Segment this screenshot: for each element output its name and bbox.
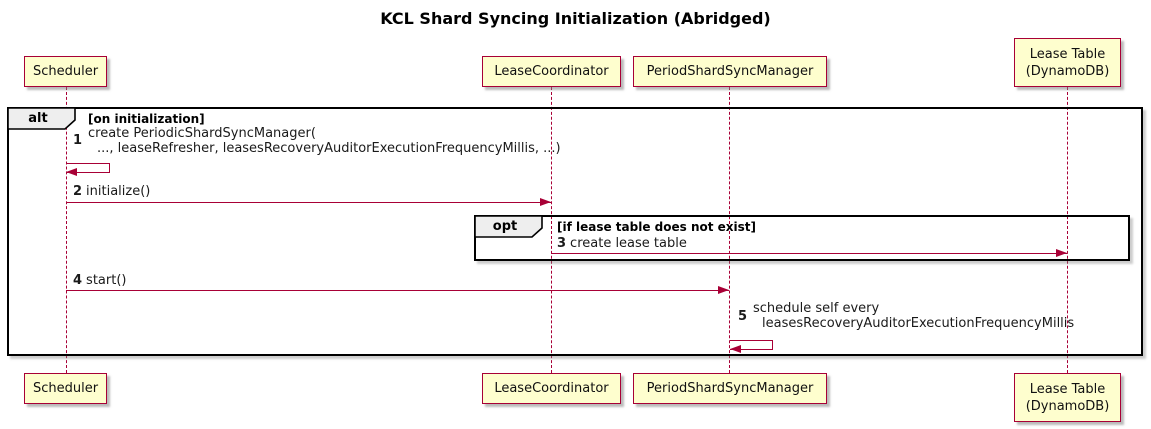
message-2-arrow [66,202,551,203]
participant-label: (DynamoDB) [1025,398,1110,414]
opt-frame-tab-shape [474,215,543,238]
message-1-line-2: ..., leaseRefresher, leasesRecoveryAudit… [97,141,561,156]
message-3-arrow [551,253,1067,254]
message-4-text: start() [86,273,127,288]
lifeline-lease-coordinator [551,87,552,373]
participant-lease-coordinator-bottom: LeaseCoordinator [482,373,621,404]
participant-period-shard-sync-manager-top: PeriodShardSyncManager [633,56,827,87]
participant-label: Lease Table [1029,46,1106,62]
message-5-arrowhead [730,345,741,353]
message-5-line-2: leasesRecoveryAuditorExecutionFrequencyM… [762,316,1075,331]
participant-label: Lease Table [1029,381,1106,397]
message-2-text: initialize() [86,184,151,199]
participant-lease-table-bottom: Lease Table (DynamoDB) [1014,373,1121,422]
participant-label: LeaseCoordinator [494,64,609,79]
participant-period-shard-sync-manager-bottom: PeriodShardSyncManager [633,373,827,404]
message-2-number: 2 [73,184,83,199]
participant-label: PeriodShardSyncManager [646,381,814,396]
participant-label: LeaseCoordinator [494,381,609,396]
message-4-arrowhead [718,286,729,294]
lifeline-lease-table [1067,87,1068,373]
alt-frame: alt [on initialization] [7,107,1143,356]
opt-frame-condition: [if lease table does not exist] [557,220,757,234]
opt-frame: opt [if lease table does not exist] [474,215,1130,261]
participant-lease-coordinator-top: LeaseCoordinator [482,56,621,87]
opt-frame-keyword: opt [492,219,518,234]
alt-frame-tab-shape [7,107,76,130]
message-1-arrowhead [66,168,77,176]
message-5-self-arrow [730,340,773,350]
message-1-line-1: create PeriodicShardSyncManager( [88,126,316,141]
message-1-number: 1 [73,133,83,148]
participant-lease-table-top: Lease Table (DynamoDB) [1014,38,1121,87]
participant-label: PeriodShardSyncManager [646,64,814,79]
lifeline-period-shard-sync-manager [729,87,730,373]
message-5-number: 5 [738,309,748,324]
participant-label: (DynamoDB) [1025,63,1110,79]
participant-scheduler-bottom: Scheduler [24,373,107,404]
message-1-self-arrow [66,163,110,173]
participant-label: Scheduler [32,64,99,79]
message-5-label: schedule self every leasesRecoveryAudito… [753,301,1074,331]
message-4-number: 4 [73,273,83,288]
message-5-line-1: schedule self every [753,301,880,316]
participant-label: Scheduler [32,381,99,396]
message-3-arrowhead [1056,249,1067,257]
message-3-text: create lease table [570,236,687,251]
message-4-arrow [66,290,729,291]
participant-scheduler-top: Scheduler [24,56,107,87]
message-2-arrowhead [540,198,551,206]
lifeline-scheduler [66,87,67,373]
message-3-number: 3 [557,236,567,251]
message-1-label: create PeriodicShardSyncManager( ..., le… [88,126,561,156]
alt-frame-condition: [on initialization] [88,112,205,126]
diagram-title: KCL Shard Syncing Initialization (Abridg… [380,9,771,28]
alt-frame-keyword: alt [28,111,48,126]
